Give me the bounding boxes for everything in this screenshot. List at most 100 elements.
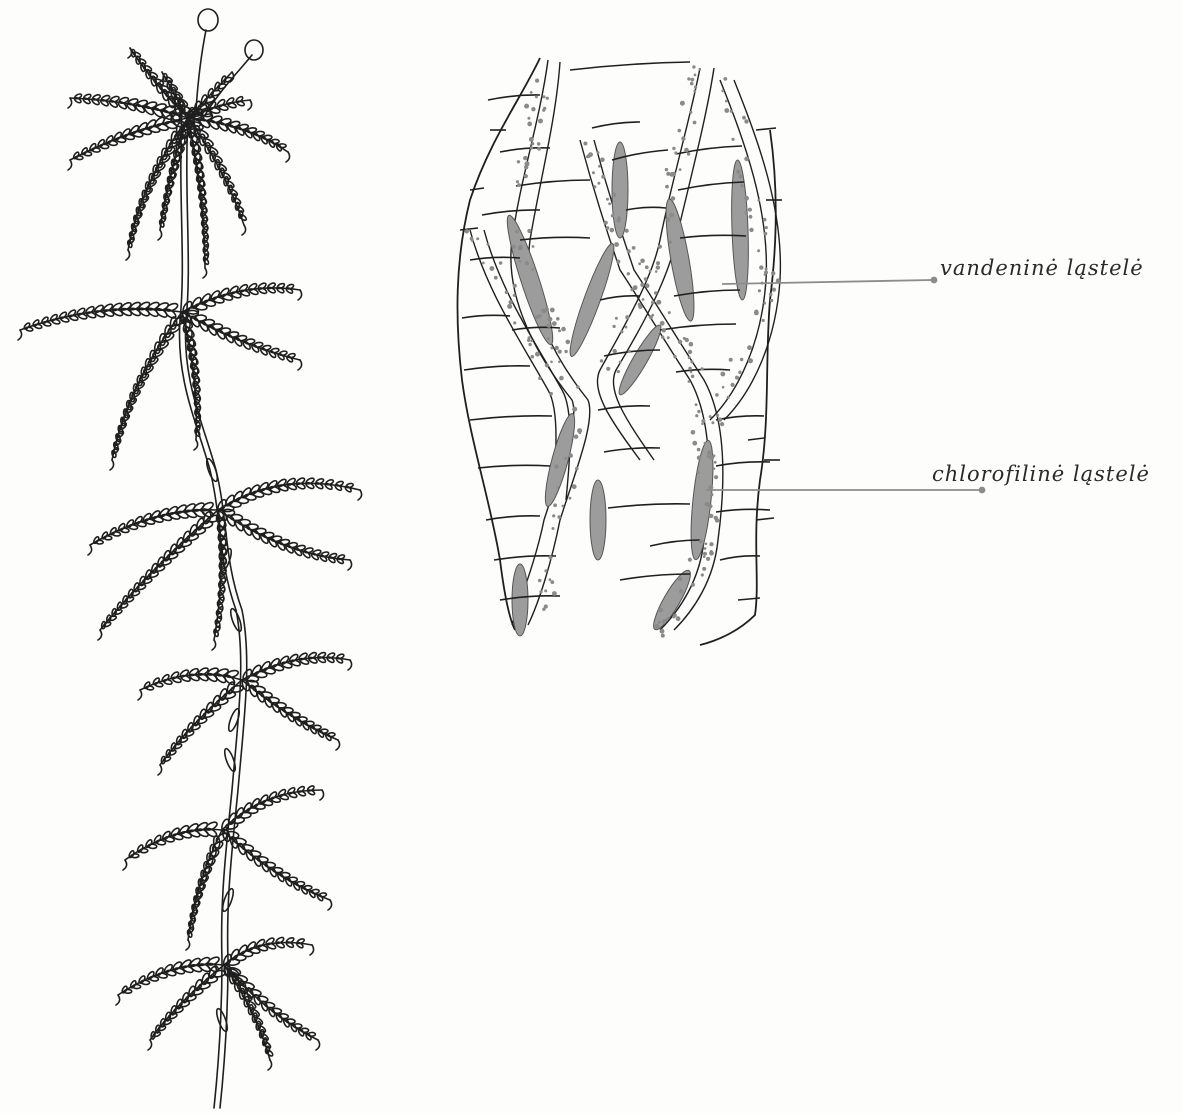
chloroplast-dot xyxy=(694,86,697,89)
chloroplast-dot xyxy=(679,168,682,171)
chloroplast-dot xyxy=(666,172,670,176)
chloroplast-dot xyxy=(553,503,557,507)
leaf-scale xyxy=(260,135,268,144)
chloroplast-dot xyxy=(531,107,535,111)
leaf-scale xyxy=(317,729,325,738)
chloroplast-dot xyxy=(704,547,707,550)
chloroplast-dot xyxy=(749,215,753,219)
chloroplast-dot xyxy=(656,265,660,269)
leaf-scale xyxy=(97,139,106,148)
moss-plant-drawing xyxy=(18,9,362,1108)
fascicle-1-branch-3 xyxy=(181,310,302,370)
stem-leaf xyxy=(227,708,242,733)
chloroplast-dot xyxy=(689,342,694,347)
chloroplast-dot xyxy=(640,283,644,287)
chloroplast-dot xyxy=(556,486,559,489)
chloroplast-dot xyxy=(701,423,704,426)
chloroplast-dot xyxy=(649,315,653,319)
leaf-scale xyxy=(125,596,134,603)
chlorophyll-cell-body xyxy=(564,241,620,359)
leaf-scale xyxy=(310,552,319,561)
chloroplast-dot xyxy=(769,293,773,297)
branch-tip xyxy=(186,940,190,950)
water-cell-wall xyxy=(462,315,510,318)
branch-tip xyxy=(128,48,132,58)
chloroplast-dot xyxy=(592,171,595,174)
leader-chloro-tip xyxy=(980,488,985,493)
chlorophyll-cell-body xyxy=(648,567,696,634)
chloroplast-dot xyxy=(550,580,554,584)
chloroplast-dot xyxy=(703,555,706,558)
water-cell-wall-stub xyxy=(470,188,484,190)
chloroplast-dot xyxy=(577,428,582,433)
chloroplast-dot xyxy=(668,311,671,314)
branch-tip xyxy=(298,360,302,370)
leaf-scale xyxy=(25,327,33,332)
branch-tip xyxy=(194,440,198,450)
chloroplast-dot xyxy=(574,435,578,439)
chloroplast-dot xyxy=(730,110,733,113)
branch-tip xyxy=(98,630,102,640)
chloroplast-dot xyxy=(535,315,539,319)
water-cell-wall xyxy=(482,210,540,215)
chloroplast-dot xyxy=(678,577,683,582)
chloroplast-dot xyxy=(524,174,528,178)
chloroplast-dot xyxy=(744,196,749,201)
water-cell-wall xyxy=(592,122,640,128)
chloroplast-dot xyxy=(695,414,698,417)
chloroplast-dot xyxy=(548,317,553,322)
leaf-scale xyxy=(161,674,170,683)
cell-wall xyxy=(724,80,780,420)
leaf-scale xyxy=(305,1032,312,1040)
chloroplast-dot xyxy=(707,450,712,455)
chloroplast-dot xyxy=(691,78,695,82)
leaf-scale xyxy=(300,886,308,895)
chloroplast-dot xyxy=(509,300,513,304)
chloroplast-dot xyxy=(572,407,577,412)
leaf-scale xyxy=(217,596,225,605)
chloroplast-dot xyxy=(711,421,714,424)
chloroplast-dot xyxy=(697,471,700,474)
leaf-scale xyxy=(184,730,194,737)
chlorophyll-cell-body xyxy=(512,564,528,636)
capsule-2 xyxy=(245,40,263,60)
chloroplast-dot xyxy=(687,77,690,80)
chloroplast-dot xyxy=(729,358,733,362)
chloroplast-dot xyxy=(735,376,739,380)
chloroplast-dot xyxy=(772,288,776,292)
fascicle-3-branch-2 xyxy=(241,651,351,682)
chloroplast-dot xyxy=(525,261,529,265)
chloroplast-dot xyxy=(548,555,552,559)
chloroplast-dot xyxy=(684,148,689,153)
chloroplast-dot xyxy=(527,229,531,233)
chloroplast-dot xyxy=(600,359,603,362)
chloroplast-dot xyxy=(633,285,637,289)
chloroplast-dot xyxy=(722,386,725,389)
branch-tip xyxy=(320,790,324,800)
branch-tip xyxy=(348,560,352,570)
chloroplast-dot xyxy=(583,142,587,146)
chloroplast-dot xyxy=(678,340,682,344)
chloroplast-dot xyxy=(558,361,561,364)
chloroplast-dot xyxy=(701,419,705,423)
leaf-scale xyxy=(242,340,252,350)
chloroplast-dot xyxy=(542,608,545,611)
leaf-scale xyxy=(226,123,237,134)
chloroplast-dot xyxy=(476,237,479,240)
chloroplast-dot xyxy=(625,326,628,329)
water-cell-wall xyxy=(626,207,666,210)
chloroplast-dot xyxy=(695,403,698,406)
chloroplast-dot xyxy=(757,249,760,252)
chloroplast-dot xyxy=(612,325,615,328)
leaf-scale xyxy=(219,287,230,298)
water-cell-wall xyxy=(716,416,764,420)
chloroplast-dot xyxy=(724,108,729,113)
leaf-scale xyxy=(285,544,295,554)
chloroplast-dot xyxy=(538,579,542,583)
chloroplast-dot xyxy=(725,100,728,103)
leaf-scale xyxy=(142,577,152,584)
branch-tip xyxy=(148,1040,152,1050)
chloroplast-dot xyxy=(638,262,641,265)
chloroplast-dot xyxy=(654,291,658,295)
chloroplast-dot xyxy=(529,137,534,142)
